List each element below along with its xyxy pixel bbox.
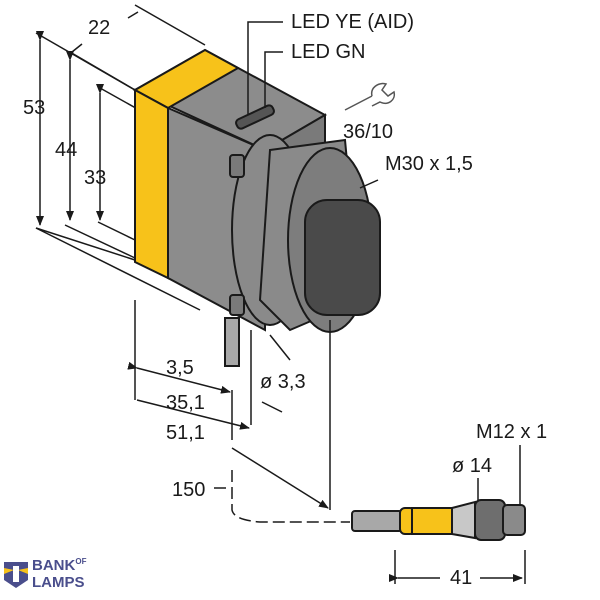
dim-width-22: 22 [88, 17, 111, 39]
dim-height-44: 44 [55, 139, 78, 161]
led-gn-label: LED GN [291, 41, 366, 63]
dim-3-5: 3,5 [166, 357, 194, 379]
connector [351, 499, 526, 541]
sensor-housing [132, 48, 381, 367]
dim-height-33: 33 [84, 167, 107, 189]
dim-35-1: 35,1 [166, 392, 205, 414]
connector-length-label: 41 [450, 567, 473, 589]
lighthouse-icon [4, 562, 28, 588]
led-ye-label: LED YE (AID) [291, 11, 414, 33]
dim-height-53: 53 [23, 97, 46, 119]
dim-51-1: 51,1 [166, 422, 205, 444]
bank-of-lamps-logo: BANKOF LAMPS [2, 556, 112, 592]
logo-line2: LAMPS [32, 574, 85, 591]
connector-thread-label: M12 x 1 [476, 421, 548, 443]
dim-cable-150: 150 [172, 479, 206, 501]
thread-label: M30 x 1,5 [385, 153, 473, 175]
wrench-size-label: 36/10 [343, 121, 394, 143]
connector-dia-label: ø 14 [452, 455, 493, 477]
wrench-icon [344, 82, 396, 111]
dim-dia-3-3: ø 3,3 [260, 371, 306, 393]
logo-of: OF [75, 557, 87, 566]
logo-line1: BANK [32, 557, 76, 574]
